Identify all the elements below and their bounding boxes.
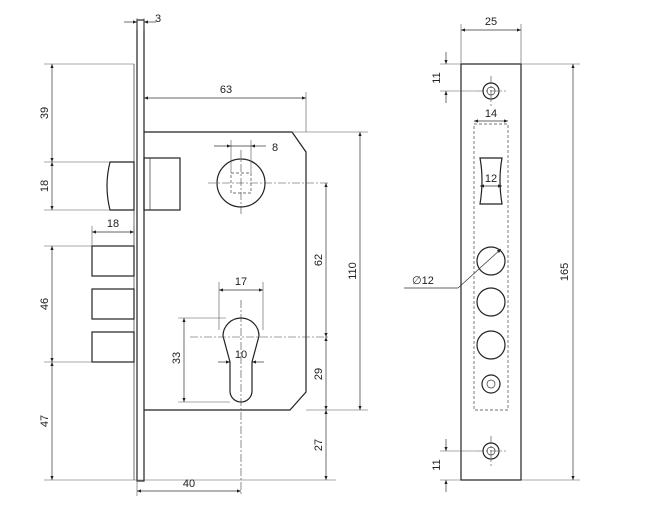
front-view-dimensions: 25 11 14 12 ∅12 165 11 [404, 16, 580, 492]
deadbolt-2 [91, 288, 135, 320]
latch-opening [479, 157, 503, 205]
latch-housing [143, 157, 181, 211]
dim-latch-height: 18 [39, 180, 51, 192]
dim-spindle-to-cylinder: 62 [313, 254, 325, 266]
deadbolt-3 [91, 331, 135, 363]
dim-cylinder-to-bottom: 29 [313, 368, 325, 380]
cylinder-cutout [222, 317, 260, 403]
faceplate-side [136, 19, 145, 482]
latch-bolt [106, 161, 135, 211]
bolt-hole-1 [476, 246, 506, 276]
cylinder-screw-hole [481, 374, 501, 394]
dim-body-width: 63 [220, 84, 232, 96]
bolt-hole-2 [476, 287, 506, 317]
dim-cylinder-to-plate: 27 [313, 439, 325, 451]
side-view [91, 19, 330, 495]
lock-case-outline [473, 123, 509, 411]
deadbolt-1 [91, 245, 135, 277]
dim-plate-thickness: 3 [155, 13, 161, 25]
dim-latch-hole: 12 [485, 173, 497, 185]
dim-cylinder-slot: 10 [235, 349, 247, 361]
dim-backset-top: 39 [39, 107, 51, 119]
dim-bottom-plate: 47 [39, 415, 51, 427]
front-view [460, 63, 522, 481]
dim-latch-opening: 14 [485, 108, 497, 120]
dim-bolt-projection: 18 [107, 218, 119, 230]
dim-bottom-screw: 11 [431, 459, 443, 470]
dim-faceplate-width: 25 [485, 16, 497, 28]
dim-top-screw: 11 [431, 72, 443, 83]
side-view-dimensions: 3 39 18 46 47 63 8 18 [39, 13, 368, 496]
dim-body-height: 110 [347, 262, 359, 280]
dim-spindle-square: 8 [272, 142, 278, 154]
dim-faceplate-length: 165 [559, 263, 571, 281]
faceplate-front [460, 63, 522, 481]
lock-body [144, 131, 307, 411]
dim-backset: 40 [183, 478, 195, 490]
bolt-hole-3 [476, 330, 506, 360]
dim-bolt-hole-diameter: ∅12 [412, 275, 434, 287]
dim-cylinder-width: 17 [235, 276, 247, 288]
dim-cylinder-height: 33 [171, 352, 183, 364]
dim-bolt-block: 46 [39, 298, 51, 310]
